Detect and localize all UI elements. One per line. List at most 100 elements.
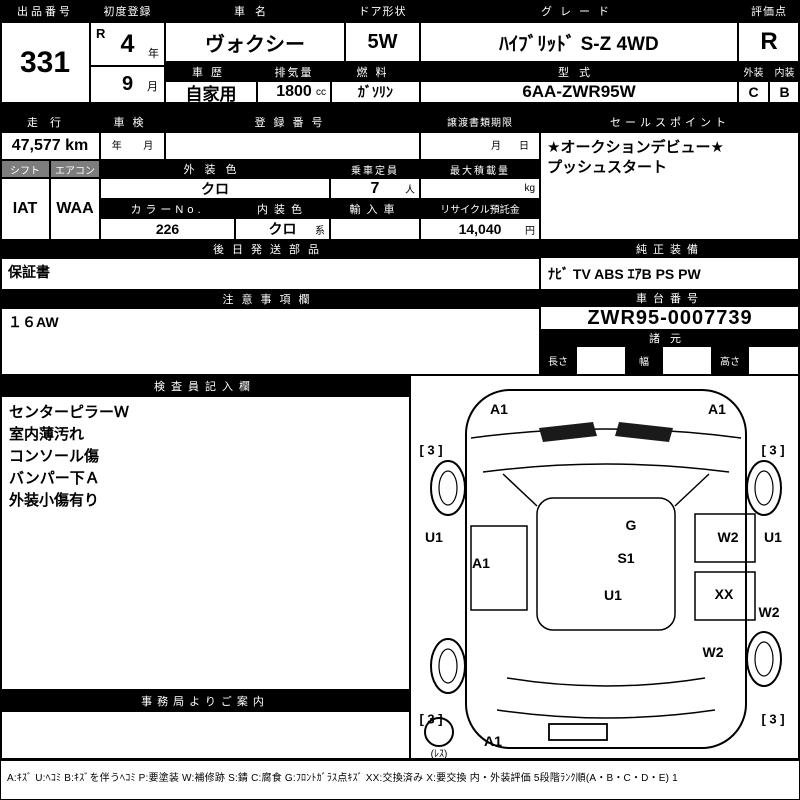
spare-wheel-status: (ﾚｽ) [430, 749, 448, 760]
reg-month-unit: 月 [147, 81, 158, 93]
damage-marker: S1 [617, 550, 635, 566]
equipment-label: 純正装備 [540, 240, 800, 257]
damage-marker: W2 [717, 529, 739, 545]
hood-line [482, 463, 730, 473]
aircon-value: WAA [50, 178, 100, 240]
damage-marker: XX [714, 586, 734, 602]
score-label: 評価点 [738, 0, 800, 22]
grade-value: ﾊｲﾌﾞﾘｯﾄﾞ S-Z 4WD [420, 22, 738, 62]
lot-number-label: 出品番号 [0, 0, 90, 22]
model-code-value: 6AA-ZWR95W [420, 81, 738, 103]
reg-year-unit: 年 [148, 48, 159, 60]
aircon-label: エアコン [50, 160, 100, 178]
interior-score-value: B [769, 81, 800, 103]
history-label: 車歴 [165, 62, 257, 81]
inspector-notes-content: センターピラーＷ 室内薄汚れ コンソール傷 バンパー下Ａ 外装小傷有り [0, 396, 410, 690]
registration-number-value [165, 132, 420, 160]
mileage-label: 走行 [0, 111, 100, 132]
damage-marker: A1 [708, 401, 726, 417]
reg-month-value: 9 [121, 73, 134, 95]
first-registration-year-cell: R 4 年 [90, 22, 165, 66]
transfer-deadline-value: 月 日 [420, 132, 540, 160]
sales-point-line: ★オークションデビュー★ [547, 139, 724, 156]
damage-marker: A1 [484, 733, 502, 749]
grade-label: グレード [420, 0, 738, 22]
exterior-score-value: C [738, 81, 769, 103]
damage-marker: W2 [758, 604, 780, 620]
car-body-outline [465, 389, 747, 749]
color-number-value: 226 [100, 218, 235, 240]
inspector-note: コンソール傷 [9, 448, 100, 465]
capacity-unit: 人 [405, 185, 415, 196]
spec-label: 諸元 [540, 330, 800, 346]
interior-color-suffix: 系 [315, 225, 325, 237]
section-divider [0, 103, 800, 111]
era-mark: R [96, 26, 106, 41]
sales-point-line: プッシュスタート [547, 159, 668, 176]
displacement-value: 1800 cc [257, 81, 331, 103]
interior-score-label: 内装 [769, 62, 800, 81]
exterior-color-value: クロ [100, 178, 330, 199]
max-load-label: 最大積載量 [420, 160, 540, 178]
right-front-panel [694, 513, 756, 563]
recycle-deposit-unit: 円 [525, 225, 535, 237]
height-value [748, 346, 800, 375]
capacity-label: 乗車定員 [330, 160, 420, 178]
color-number-label: カラーNo. [100, 199, 235, 218]
displacement-number: 1800 [276, 83, 312, 100]
fuel-label: 燃料 [331, 62, 420, 81]
front-bumper-line [470, 428, 742, 439]
capacity-number: 7 [370, 179, 380, 197]
model-code-label: 型式 [420, 62, 738, 81]
car-name-label: 車名 [165, 0, 345, 22]
recycle-deposit-label: リサイクル預託金 [420, 199, 540, 218]
left-door-panel [470, 525, 528, 611]
first-registration-label: 初度登録 [90, 0, 165, 22]
interior-color-name: クロ [268, 221, 297, 237]
later-parts-label: 後日発送部品 [0, 240, 540, 258]
a-pillar-right [674, 473, 710, 507]
rear-window-line [506, 677, 706, 687]
office-info-content [0, 711, 410, 760]
spare-wheel-circle [424, 717, 454, 747]
tire-rating-marker: [ 3 ] [761, 442, 785, 458]
damage-marker: U1 [425, 529, 443, 545]
caution-value: １６AW [0, 308, 540, 375]
length-value [576, 346, 626, 375]
inspection-label: 車検 [100, 111, 165, 132]
fuel-value: ｶﾞｿﾘﾝ [331, 81, 420, 103]
tire-rating-marker: [ 3 ] [419, 442, 443, 458]
exterior-color-label: 外装色 [100, 160, 330, 178]
shift-label: シフト [0, 160, 50, 178]
wiper-left [539, 422, 597, 442]
exterior-score-label: 外装 [738, 62, 769, 81]
reg-year-value: 4 [120, 29, 135, 58]
inspection-month-placeholder: 月 [143, 141, 154, 152]
a-pillar-left [502, 473, 538, 507]
inspector-note: センターピラーＷ [9, 404, 130, 421]
chassis-number-label: 車台番号 [540, 290, 800, 306]
inspector-note: 室内薄汚れ [9, 426, 85, 443]
sales-point-content: ★オークションデビュー★ プッシュスタート [540, 132, 800, 240]
legend-bar: A:ｷｽﾞ U:ﾍｺﾐ B:ｷｽﾞを伴うﾍｺﾐ P:要塗装 W:補修跡 S:錆 … [0, 760, 800, 800]
damage-marker: A1 [490, 401, 508, 417]
displacement-label: 排気量 [257, 62, 331, 81]
capacity-value: 7 人 [330, 178, 420, 199]
height-label: 高さ [712, 346, 748, 375]
door-shape-value: 5W [345, 22, 420, 62]
first-registration-month-cell: 9 月 [90, 66, 165, 103]
recycle-deposit-number: 14,040 [458, 221, 502, 237]
chassis-number-value: ZWR95-0007739 [540, 306, 800, 330]
equipment-value: ﾅﾋﾞ TV ABS ｴｱB PS PW [540, 257, 800, 290]
caution-label: 注意事項欄 [0, 290, 540, 308]
wiper-right [615, 422, 673, 442]
right-rear-panel [694, 571, 756, 621]
length-label: 長さ [540, 346, 576, 375]
registration-number-label: 登録番号 [165, 111, 420, 132]
inspection-value: 年 月 [100, 132, 165, 160]
max-load-unit: kg [524, 183, 535, 194]
car-top-view [424, 389, 782, 749]
width-label: 幅 [626, 346, 662, 375]
office-info-label: 事務局よりご案内 [0, 690, 410, 711]
